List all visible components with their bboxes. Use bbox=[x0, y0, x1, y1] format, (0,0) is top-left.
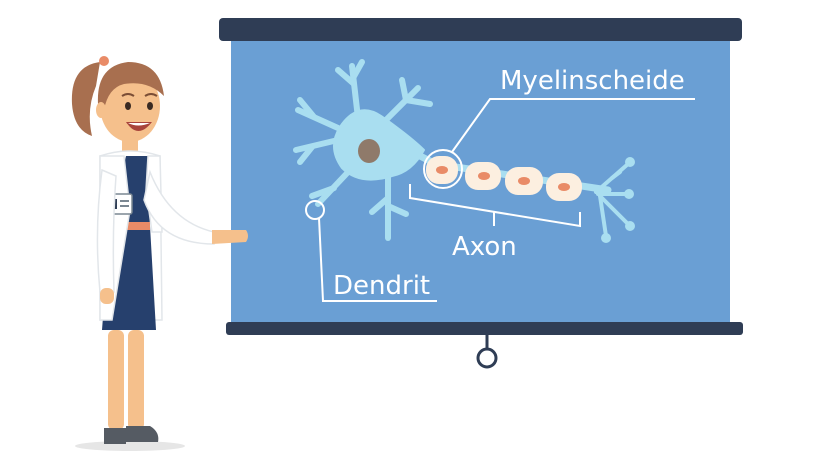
axon-terminals bbox=[594, 162, 630, 238]
left-eye bbox=[125, 102, 131, 110]
myelin-highlight-circle bbox=[423, 149, 463, 189]
dendrite-highlight-circle bbox=[305, 200, 325, 220]
id-badge-line bbox=[120, 205, 129, 207]
myelin-sheaths bbox=[426, 156, 582, 201]
right-eye bbox=[147, 102, 153, 110]
left-brow bbox=[121, 93, 135, 97]
id-badge-line bbox=[120, 200, 129, 202]
screen-bottom-bar bbox=[226, 322, 743, 335]
hair bbox=[97, 62, 164, 110]
dendrite-leader-line bbox=[318, 217, 437, 302]
teacher-character bbox=[71, 56, 248, 451]
ponytail bbox=[71, 62, 100, 136]
myelin-leader-line bbox=[451, 98, 695, 153]
pointing-hand bbox=[212, 230, 248, 244]
right-shoe bbox=[126, 426, 159, 442]
right-brow bbox=[144, 93, 158, 97]
screen-pull-ring bbox=[476, 347, 498, 369]
left-arm bbox=[96, 168, 117, 293]
teeth bbox=[128, 123, 150, 126]
belt bbox=[112, 222, 150, 230]
ear bbox=[96, 102, 106, 118]
screen-top-bar bbox=[219, 18, 742, 41]
axon-terminal-knobs bbox=[601, 157, 635, 243]
neuron-cell-body bbox=[333, 109, 425, 181]
dendrite-branches bbox=[293, 59, 433, 241]
cell-nucleus bbox=[358, 139, 380, 163]
dendrite-label: Dendrit bbox=[333, 271, 430, 301]
neuron-diagram bbox=[293, 59, 635, 243]
left-hand bbox=[100, 288, 114, 304]
left-leg bbox=[108, 330, 124, 430]
right-arm bbox=[143, 169, 215, 245]
hair-tie bbox=[99, 56, 109, 66]
right-leg bbox=[128, 330, 144, 430]
myelin-label: Myelinscheide bbox=[500, 66, 685, 96]
axon-label: Axon bbox=[452, 232, 517, 262]
callouts bbox=[305, 98, 695, 302]
left-shoe bbox=[104, 428, 126, 444]
floor-shadow bbox=[75, 441, 185, 451]
